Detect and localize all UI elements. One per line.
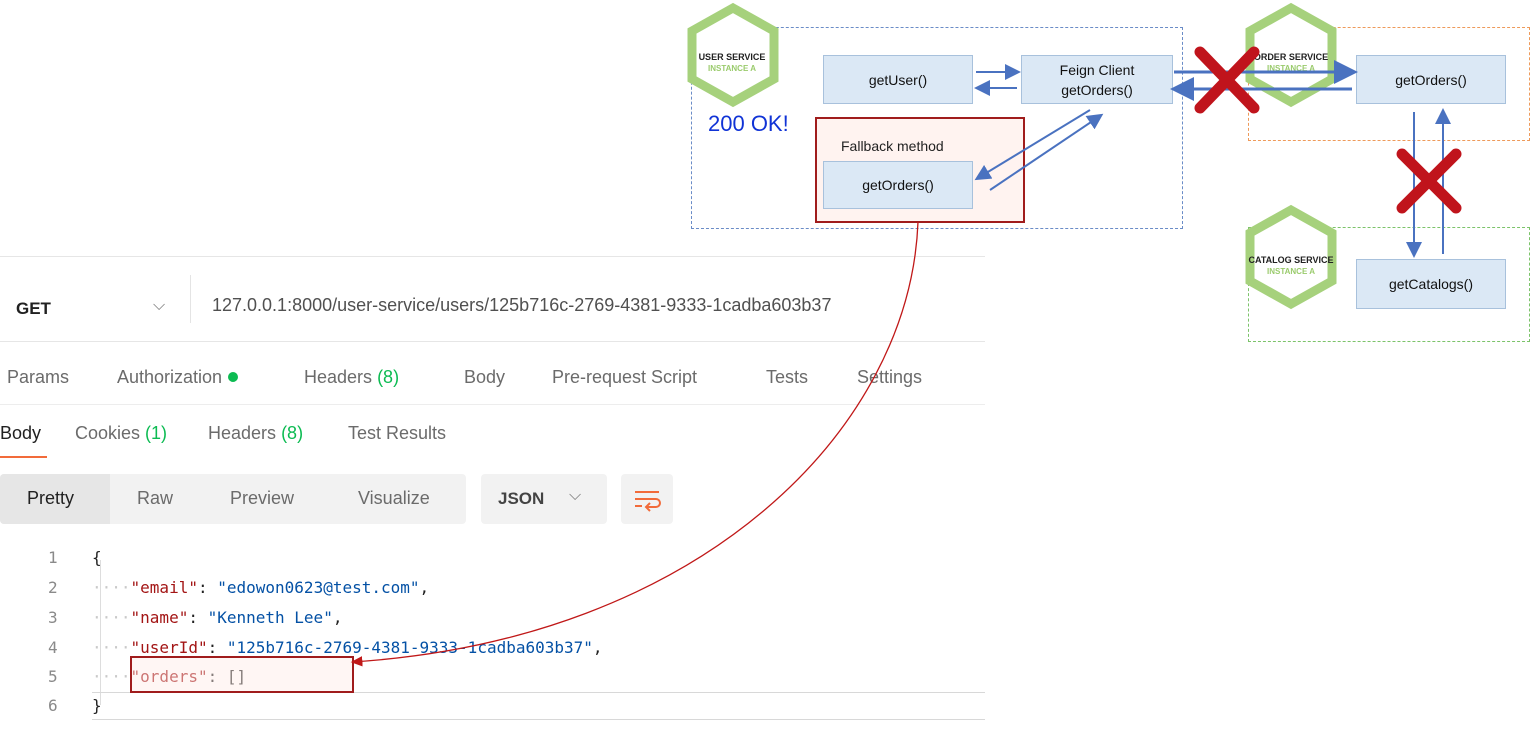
json-string: "Kenneth Lee" [207, 608, 333, 627]
tab-tests[interactable]: Tests [766, 367, 809, 387]
method-select[interactable]: GET [16, 299, 51, 318]
format-toggle-group: Pretty Raw Preview Visualize [0, 474, 466, 524]
code-line: ····"email": "edowon0623@test.com", [92, 578, 430, 597]
status-dot-icon [228, 372, 239, 382]
active-tab-indicator [0, 456, 47, 458]
url-input[interactable]: 127.0.0.1:8000/user-service/users/125b71… [212, 295, 832, 315]
json-key: "email" [130, 578, 198, 597]
tab-authorization-label: Authorization [117, 367, 223, 387]
failure-cross-icon [1396, 148, 1462, 214]
user-service-hexagon-icon [687, 2, 779, 108]
orders-highlight-box [130, 656, 354, 693]
user-service-container [691, 27, 1183, 229]
user-service-label: USER SERVICE INSTANCE A [692, 52, 772, 74]
res-tab-body[interactable]: Body [0, 423, 42, 443]
format-preview-button[interactable]: Preview [230, 488, 295, 508]
service-instance: INSTANCE A [708, 64, 756, 73]
divider [190, 275, 191, 323]
json-array: [] [226, 667, 247, 686]
request-tabs: Params Authorization Headers (8) Body Pr… [0, 352, 985, 405]
line-number: 6 [48, 696, 58, 715]
status-text: 200 OK! [708, 111, 789, 136]
feign-get-orders-label: getOrders() [1061, 81, 1133, 98]
arrow-from-fallback [989, 113, 1104, 191]
line-number: 1 [48, 548, 58, 567]
format-pretty-button[interactable]: Pretty [27, 488, 75, 508]
request-bar: GET ⌵ 127.0.0.1:8000/user-service/users/… [0, 256, 985, 342]
get-catalogs-box: getCatalogs() [1356, 259, 1506, 309]
res-headers-count: (8) [281, 423, 304, 443]
code-line: } [92, 696, 102, 715]
order-service-label: ORDER SERVICE INSTANCE A [1250, 52, 1332, 74]
response-tabs: Body Cookies (1) Headers (8) Test Result… [0, 406, 985, 462]
response-body-editor[interactable]: 1 2 3 4 5 6 { ····"email": "edowon0623@t… [0, 540, 985, 720]
code-line: ····"orders": [] [92, 667, 247, 686]
failure-cross-icon [1194, 46, 1260, 114]
language-select-label: JSON [498, 489, 545, 508]
fallback-get-orders-box: getOrders() [823, 161, 973, 209]
tab-body[interactable]: Body [464, 367, 506, 387]
res-tab-cookies-label: Cookies [75, 423, 141, 443]
res-tab-cookies[interactable]: Cookies (1) [75, 423, 167, 444]
active-format-bg [0, 474, 110, 524]
tab-settings[interactable]: Settings [857, 367, 923, 387]
service-name: ORDER SERVICE [1253, 52, 1329, 62]
fallback-label: Fallback method [841, 138, 944, 154]
json-string: "125b716c-2769-4381-9333-1cadba603b37" [226, 638, 593, 657]
service-name: CATALOG SERVICE [1248, 255, 1334, 265]
line-number: 2 [48, 578, 58, 597]
fallback-result-arrow [350, 221, 919, 667]
format-raw-button[interactable]: Raw [137, 488, 174, 508]
indent-guide [100, 560, 101, 705]
catalog-service-hexagon-icon [1245, 204, 1337, 310]
tab-prerequest-script[interactable]: Pre-request Script [552, 367, 698, 387]
tab-headers-label: Headers [304, 367, 373, 387]
current-line-highlight [92, 692, 985, 720]
res-tab-headers-label: Headers [208, 423, 277, 443]
cookies-count: (1) [145, 423, 168, 443]
order-service-hexagon-icon [1245, 2, 1337, 108]
language-select[interactable]: JSON ⌵ [481, 474, 607, 524]
tab-authorization[interactable]: Authorization [117, 367, 239, 388]
json-key: "name" [130, 608, 189, 627]
chevron-down-icon[interactable]: ⌵ [153, 297, 166, 314]
res-tab-headers[interactable]: Headers (8) [208, 423, 303, 444]
wrap-lines-icon [635, 491, 661, 512]
code-line: ····"userId": "125b716c-2769-4381-9333-1… [92, 638, 603, 657]
json-key: "orders" [130, 667, 208, 686]
line-number: 3 [48, 608, 58, 627]
chevron-down-icon: ⌵ [569, 487, 582, 504]
line-number: 4 [48, 638, 58, 657]
headers-count: (8) [377, 367, 400, 387]
tab-headers[interactable]: Headers (8) [304, 367, 399, 388]
wrap-lines-button[interactable] [621, 474, 673, 524]
code-line: ····"name": "Kenneth Lee", [92, 608, 343, 627]
get-user-box: getUser() [823, 55, 973, 104]
tab-params[interactable]: Params [7, 367, 70, 387]
code-line: { [92, 548, 102, 567]
json-key: "userId" [130, 638, 208, 657]
service-instance: INSTANCE A [1267, 64, 1315, 73]
json-string: "edowon0623@test.com" [217, 578, 420, 597]
line-number: 5 [48, 667, 58, 686]
service-name: USER SERVICE [698, 52, 766, 62]
res-tab-test-results[interactable]: Test Results [348, 423, 447, 443]
service-instance: INSTANCE A [1267, 267, 1315, 276]
catalog-service-label: CATALOG SERVICE INSTANCE A [1248, 255, 1334, 277]
order-service-container [1248, 27, 1530, 141]
feign-client-label: Feign Client [1059, 61, 1135, 78]
arrow-to-fallback [974, 109, 1091, 181]
format-visualize-button[interactable]: Visualize [358, 488, 430, 508]
feign-client-box: Feign Client getOrders() [1021, 55, 1173, 104]
